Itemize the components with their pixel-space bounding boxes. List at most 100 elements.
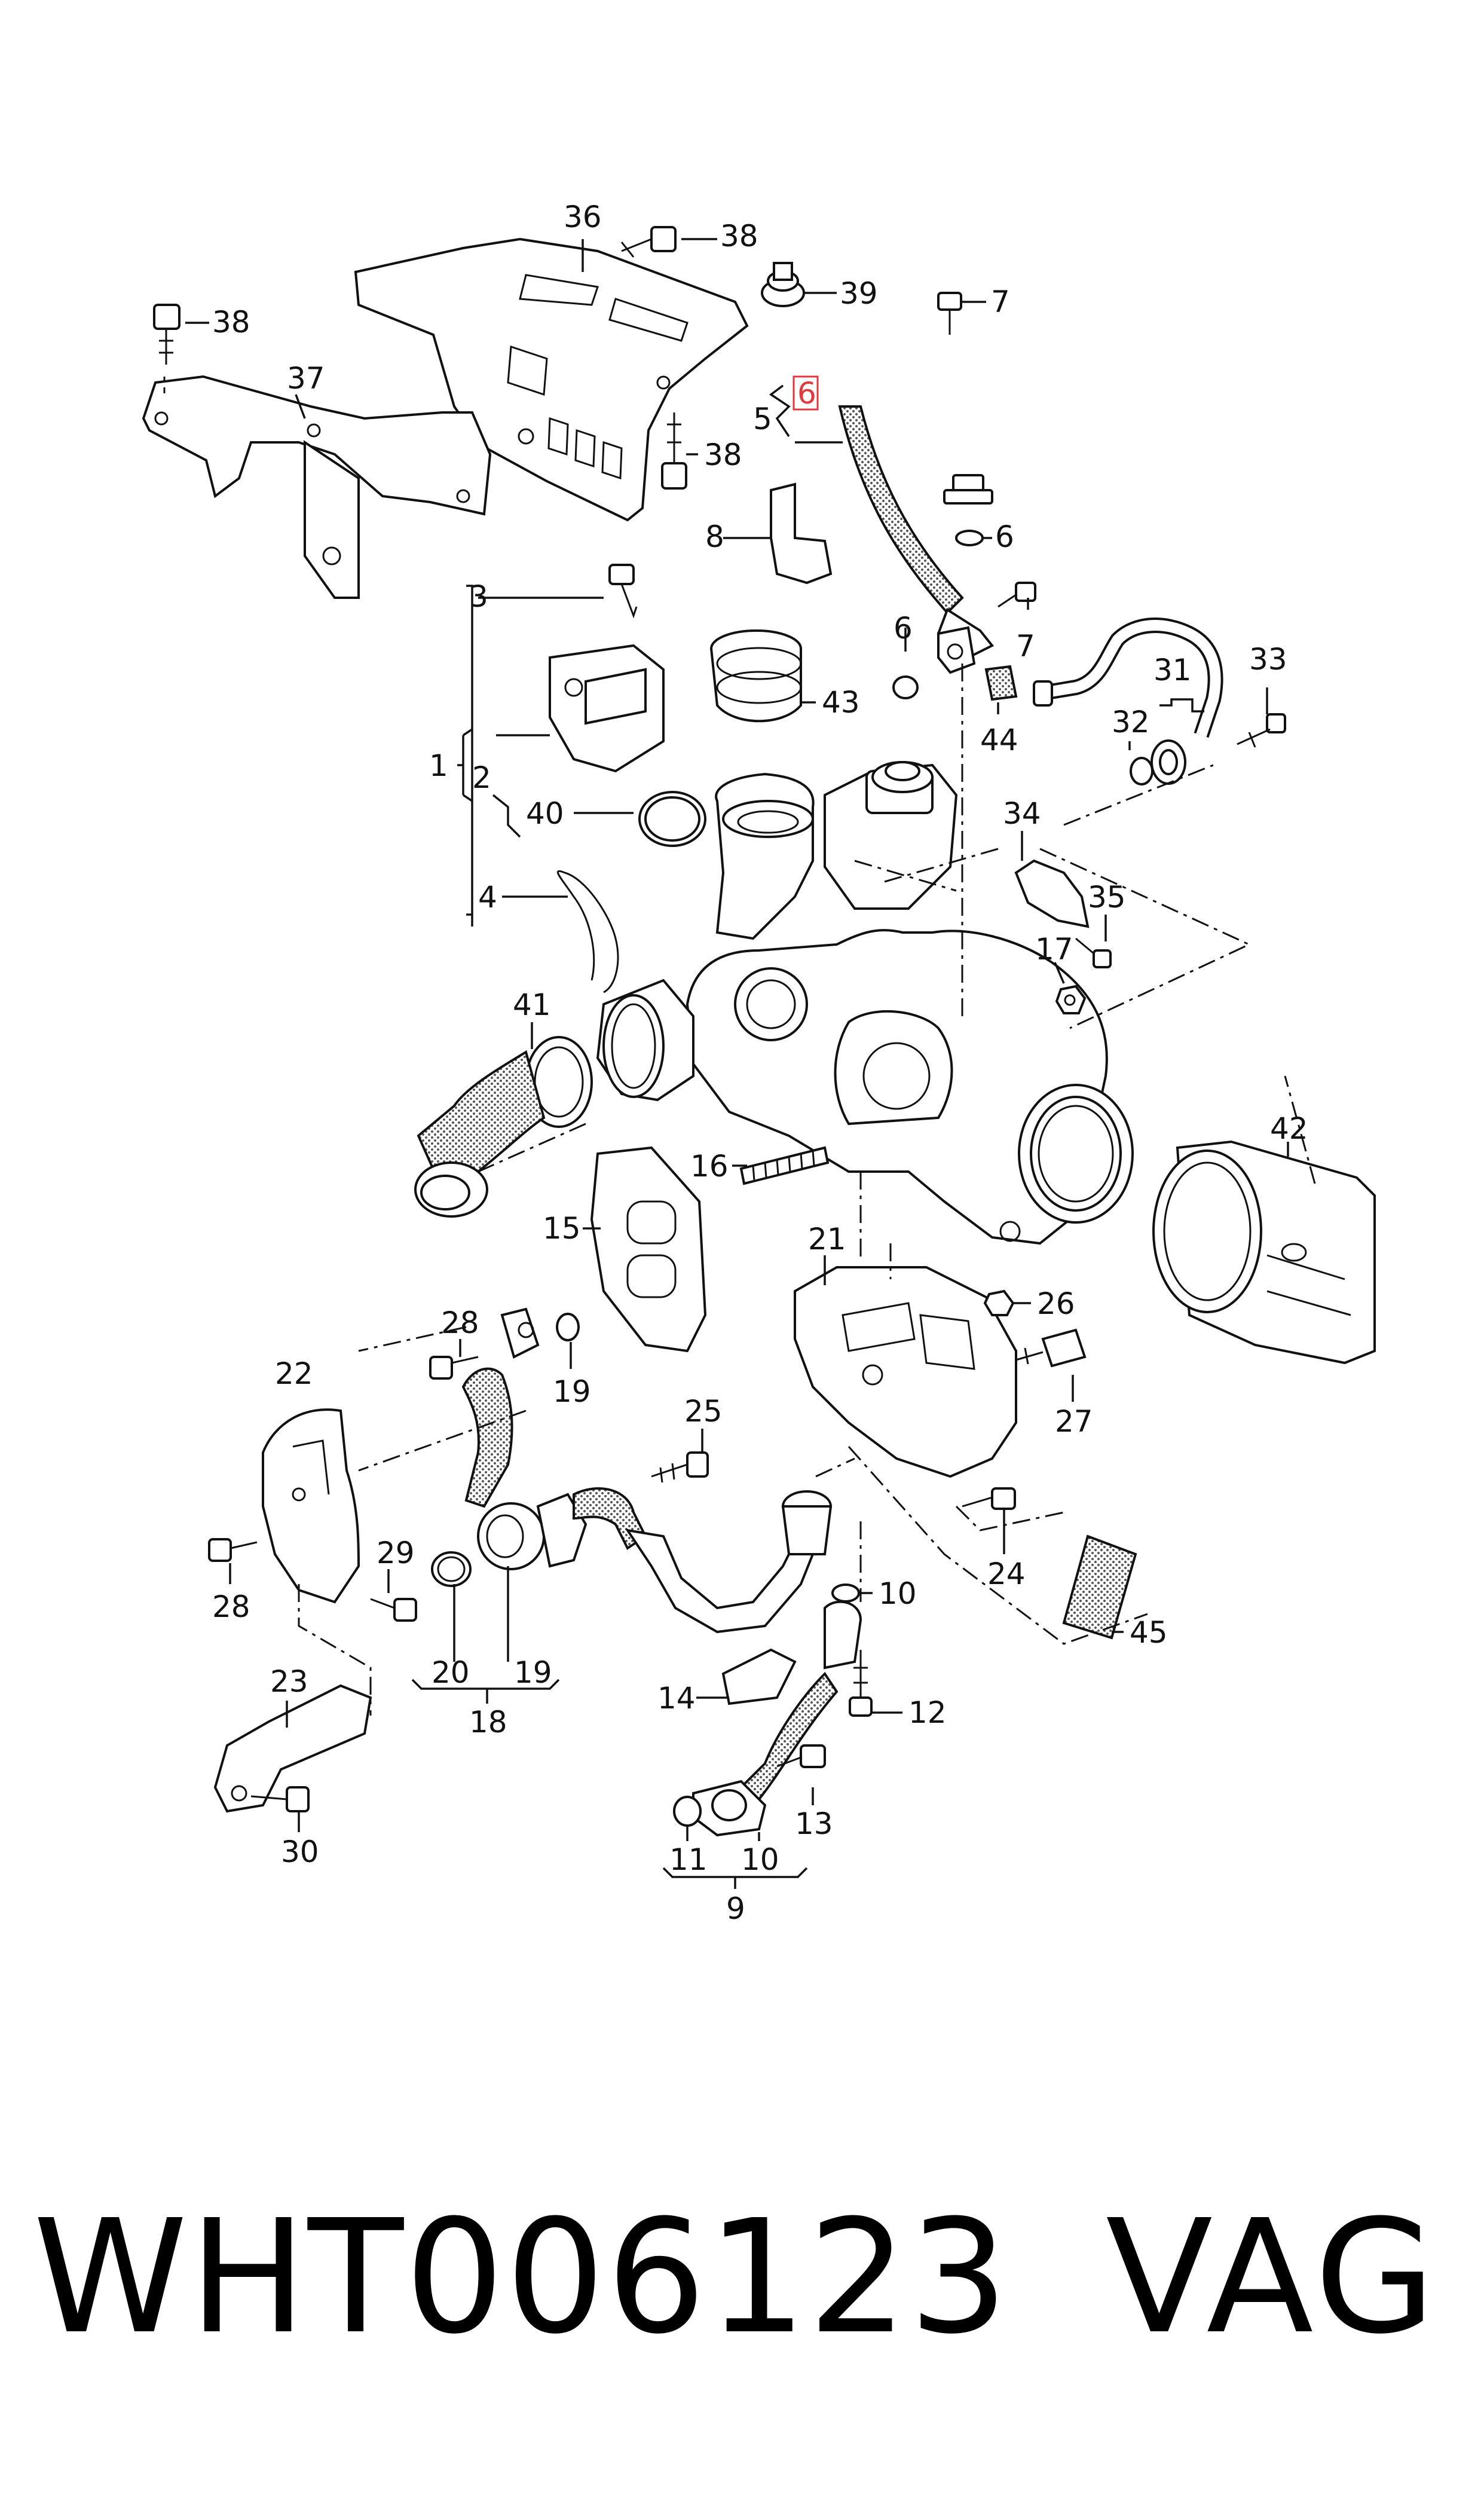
leader-lines [185,238,1289,1889]
callout-27: 27 [1055,1404,1093,1439]
callout-12: 12 [908,1695,947,1730]
callout-33: 33 [1249,642,1287,677]
callout-32: 32 [1112,705,1150,739]
grommet-39 [761,262,805,307]
pipe-9 [692,1600,862,1837]
seal-11 [673,1796,702,1827]
callout-45: 45 [1130,1615,1168,1650]
part-number: WHT006123 [33,2186,1010,2368]
callout-labels: 36 38 39 7 38 37 5 6 38 8 6 3 7 6 43 31 … [212,200,1308,1926]
bolt-28-upper [429,1356,479,1380]
callout-22: 22 [275,1356,313,1391]
callout-8: 8 [705,519,724,554]
callout-14: 14 [657,1681,696,1716]
callout-28-lower: 28 [212,1589,250,1624]
seal-20 [431,1551,472,1587]
callout-36: 36 [564,200,602,234]
callout-5: 5 [753,402,772,436]
seal-19-upper [556,1313,580,1341]
bolt-38-top [620,226,677,258]
callout-17: 17 [1035,932,1073,967]
seal-10-upper [831,1583,860,1603]
bolt-30 [250,1786,310,1812]
nut-17 [1055,985,1087,1014]
callout-43: 43 [822,685,860,720]
brand-name: VAG [1106,2186,1440,2368]
callout-11: 11 [669,1842,708,1877]
heat-shield-36 [354,237,749,522]
callout-7-top: 7 [991,285,1010,319]
seal-32 [1130,757,1153,785]
callout-23: 23 [270,1664,308,1699]
callout-10-upper: 10 [879,1576,917,1611]
bolt-38-right [661,412,687,490]
callout-4: 4 [478,880,497,915]
bracket-23 [213,1684,372,1813]
bolt-38-left [153,304,180,395]
callout-38-right: 38 [704,438,742,472]
sleeve-45 [1062,1534,1137,1640]
turbocharger [549,564,1134,1245]
callout-31: 31 [1153,653,1192,687]
callout-34: 34 [1003,796,1041,831]
callout-44: 44 [980,723,1018,757]
callout-26: 26 [1037,1286,1075,1321]
callout-18: 18 [469,1705,507,1740]
callout-20: 20 [432,1655,470,1690]
bolt-29 [370,1598,417,1622]
callout-13: 13 [795,1806,833,1841]
callout-21: 21 [808,1222,846,1257]
retaining-ring-4 [556,870,619,993]
callout-40: 40 [526,796,564,831]
bolt-12 [849,1650,873,1717]
heat-shield-22 [262,1408,360,1604]
hose-44 [984,665,1018,701]
bolt-35 [1075,937,1112,968]
caption: WHT006123 VAG [0,2188,1484,2367]
callout-29: 29 [377,1536,415,1570]
callout-6-left: 6 [894,611,913,646]
seal-6-lower [892,675,919,699]
hose-41 [414,1036,593,1218]
callout-6-highlight: 6 [797,376,816,411]
callout-16: 16 [690,1149,729,1184]
pipe-18 [461,1307,833,1634]
hose-clip-8 [770,482,833,585]
flange-6 [937,626,976,674]
bolt-25 [651,1451,709,1483]
callout-38-left: 38 [212,305,250,340]
seal-6 [955,530,984,546]
callout-9: 9 [726,1891,745,1926]
bolt-7-lower [998,582,1036,608]
callout-37: 37 [287,361,325,396]
callout-25: 25 [684,1394,723,1429]
stud-16 [739,1146,830,1185]
bolt-33 [1237,713,1286,748]
callout-19-upper: 19 [553,1374,591,1409]
heat-shield-21 [794,1266,1017,1478]
callout-3: 3 [469,579,488,614]
callout-28-upper: 28 [441,1306,479,1340]
callout-19-lower: 19 [514,1655,552,1690]
callout-42: 42 [1270,1111,1308,1146]
callout-41: 41 [513,988,551,1022]
highlight-box-6 [793,375,819,411]
callout-1: 1 [429,748,448,783]
callout-35: 35 [1088,880,1126,915]
callout-30: 30 [281,1835,319,1869]
callout-39: 39 [840,276,878,311]
bolt-28-lower [208,1538,258,1562]
bolt-27 [1015,1328,1087,1368]
nut-26 [983,1289,1015,1316]
callout-38-top: 38 [720,219,758,253]
callout-7-lower: 7 [1016,629,1035,664]
bolt-24 [962,1487,1016,1510]
bolt-13 [776,1744,826,1768]
clip-14 [721,1648,797,1705]
alignment-lines [298,664,1316,1716]
callout-6-right: 6 [995,519,1014,554]
callout-2: 2 [472,760,491,795]
bracket-37 [142,375,492,599]
callout-15: 15 [543,1211,581,1246]
